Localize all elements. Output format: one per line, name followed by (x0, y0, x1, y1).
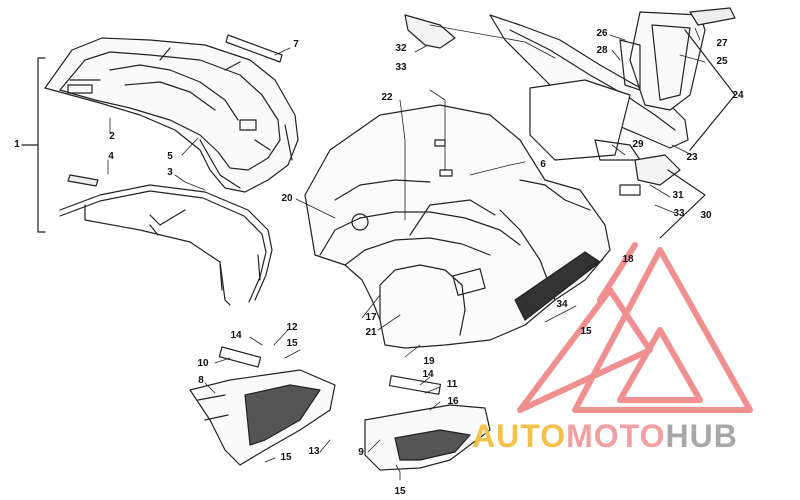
callout-26: 26 (596, 28, 608, 39)
callout-15b: 15 (280, 452, 292, 463)
part-27 (689, 7, 736, 26)
callout-22: 22 (381, 92, 393, 103)
callout-33a: 33 (395, 62, 407, 73)
leader-lines (107, 24, 706, 481)
callout-24: 24 (732, 90, 744, 101)
watermark-hub: HUB (665, 418, 738, 454)
callout-13: 13 (308, 446, 320, 457)
callout-9: 9 (358, 447, 364, 458)
bracket-30 (659, 169, 706, 239)
callout-33b: 33 (673, 208, 685, 219)
callout-32: 32 (395, 43, 407, 54)
callout-17: 17 (365, 312, 377, 323)
bracket-32 (404, 14, 456, 49)
callout-18: 18 (622, 254, 634, 265)
watermark-text: AUTOMOTOHUB (472, 420, 738, 452)
callout-15d: 15 (580, 326, 592, 337)
callout-2: 2 (109, 131, 115, 142)
callout-10: 10 (197, 358, 209, 369)
callout-15c: 15 (394, 486, 406, 497)
bracket-1 (21, 57, 46, 233)
callout-11: 11 (446, 379, 458, 390)
callout-16: 16 (447, 396, 459, 407)
callout-34: 34 (556, 299, 568, 310)
rear-storage-box (489, 11, 706, 161)
watermark-auto: AUTO (472, 418, 567, 454)
watermark-logo (517, 242, 753, 413)
callout-15a: 15 (286, 338, 298, 349)
right-footwell (364, 375, 491, 471)
callout-21: 21 (365, 327, 377, 338)
callout-29: 29 (632, 139, 644, 150)
callout-20: 20 (281, 193, 293, 204)
callout-12: 12 (286, 322, 298, 333)
rear-rack (44, 37, 299, 193)
callout-28: 28 (596, 45, 608, 56)
callout-14a: 14 (230, 330, 242, 341)
callout-25: 25 (716, 56, 728, 67)
callout-30: 30 (700, 210, 712, 221)
callout-7: 7 (293, 39, 299, 50)
part-33b (619, 184, 641, 196)
callout-6: 6 (540, 159, 546, 170)
bracket-24 (684, 29, 736, 151)
left-footwell (189, 346, 336, 466)
decal-4 (67, 174, 99, 187)
callout-14b: 14 (422, 369, 434, 380)
callout-19: 19 (423, 356, 435, 367)
callout-3: 3 (167, 167, 173, 178)
decal-7 (225, 34, 283, 63)
watermark-moto: MOTO (566, 418, 666, 454)
rack-frame-tube (59, 184, 273, 306)
part-31 (634, 154, 681, 186)
callout-5: 5 (167, 151, 173, 162)
rear-fender (304, 104, 611, 349)
callout-23: 23 (686, 152, 698, 163)
callout-27: 27 (716, 38, 728, 49)
callout-31: 31 (672, 190, 684, 201)
callout-4: 4 (108, 151, 114, 162)
callout-8: 8 (198, 375, 204, 386)
callout-1: 1 (14, 139, 20, 150)
